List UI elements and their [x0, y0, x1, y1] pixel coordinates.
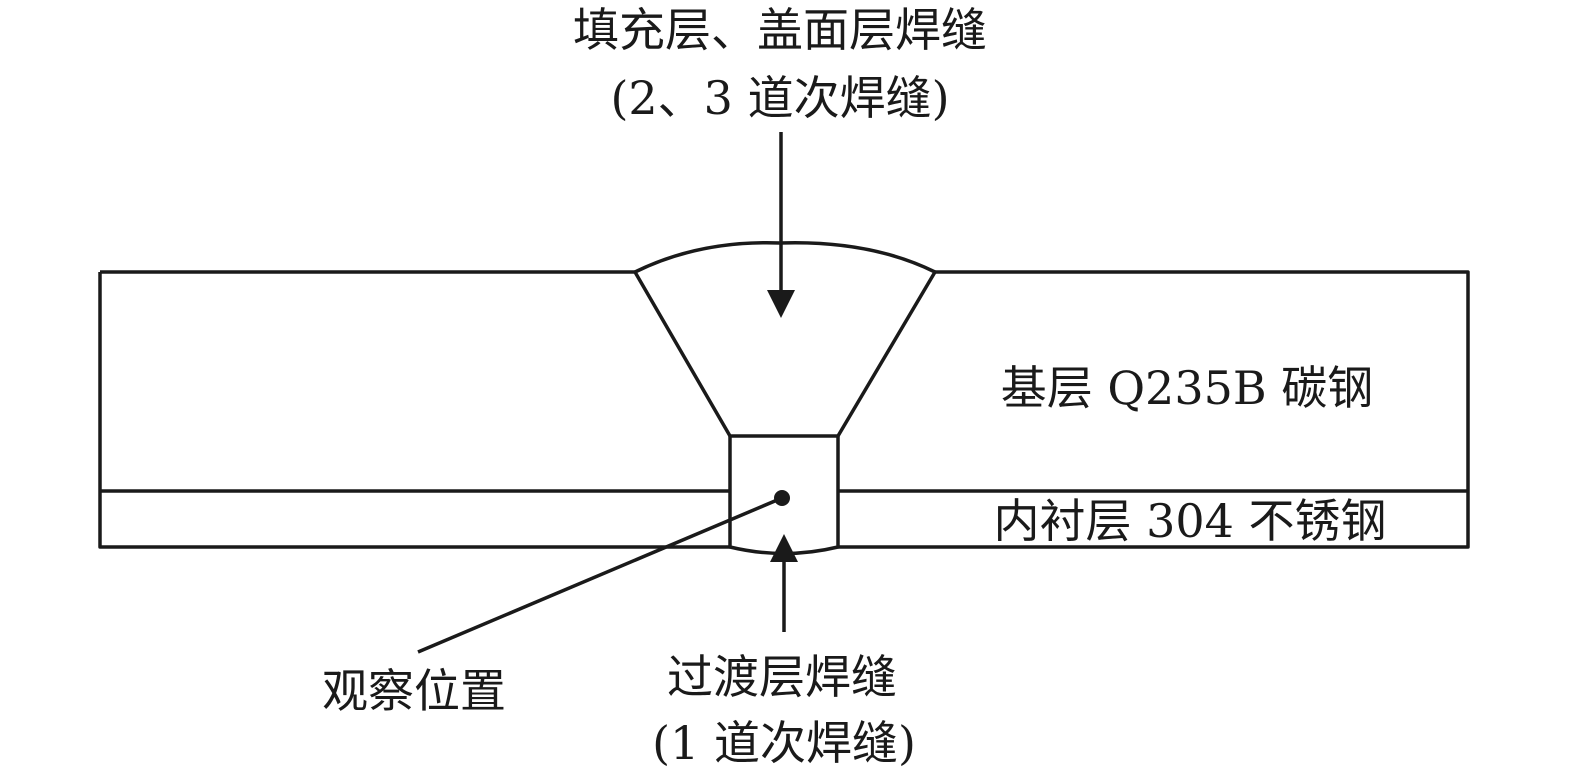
fill-cap-weld-zone	[633, 240, 937, 438]
transition-arrow-head	[770, 534, 798, 562]
fill-cap-arrow-head	[767, 290, 795, 318]
transition-weld-label: 过渡层焊缝	[667, 650, 897, 704]
fill-cap-weld-label: 填充层、盖面层焊缝	[573, 3, 987, 57]
observation-leader-line	[417, 496, 783, 654]
liner-layer-label: 内衬层 304 不锈钢	[993, 494, 1386, 548]
observation-position-label: 观察位置	[322, 664, 506, 718]
base-layer-label: 基层 Q235B 碳钢	[1001, 361, 1374, 415]
fill-cap-weld-pass-label: (2、3 道次焊缝)	[610, 71, 949, 125]
plate-outline	[98, 270, 1470, 549]
transition-weld-pass-label: (1 道次焊缝)	[652, 716, 916, 770]
